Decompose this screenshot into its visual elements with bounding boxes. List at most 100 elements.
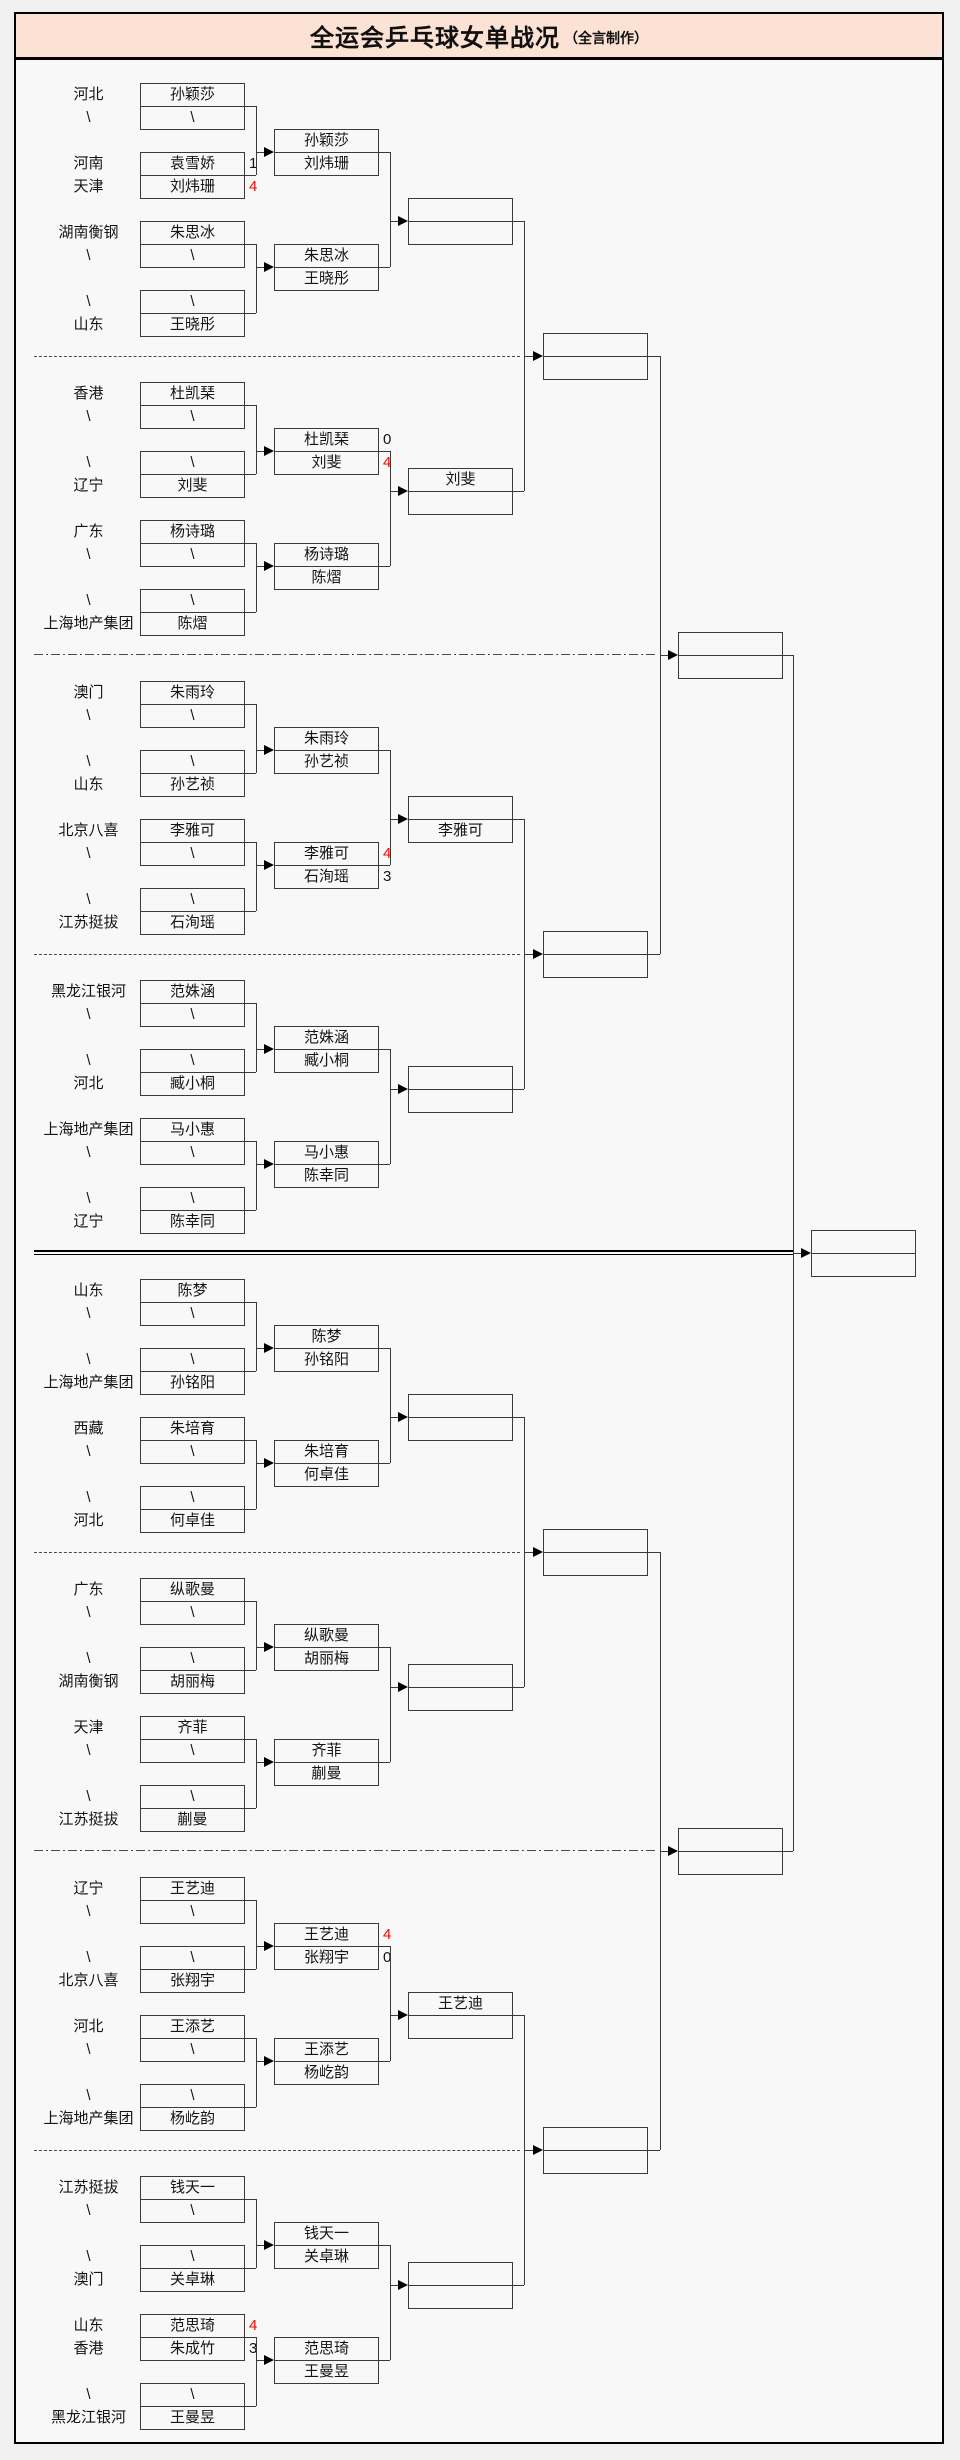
player-cell: 刘斐	[140, 474, 245, 498]
qf-slot-bottom	[543, 356, 648, 380]
player-cell: 朱思冰	[140, 221, 245, 245]
team-label: 黑龙江银河	[50, 983, 126, 1000]
r2-slot-top: 杜凯琹	[274, 428, 379, 452]
connector-line	[244, 1141, 256, 1142]
player-cell: 王艺迪	[140, 1877, 245, 1901]
connector-line	[660, 655, 668, 656]
team-label: 黑龙江银河	[50, 2409, 126, 2426]
player-cell: 孙铭阳	[140, 1371, 245, 1395]
connector-line	[244, 1509, 256, 1510]
bye-team-marker: \	[86, 2386, 91, 2403]
team-label: 天津	[73, 1719, 104, 1736]
r3-slot-bottom	[408, 1089, 513, 1113]
connector-line	[256, 1463, 264, 1464]
player-cell: 陈梦	[140, 1279, 245, 1303]
connector-line	[660, 1851, 668, 1852]
bracket-arrow-icon	[398, 814, 408, 824]
score-label: 3	[249, 2340, 258, 2357]
team-label: 山东	[73, 776, 104, 793]
section-divider	[34, 654, 656, 655]
bracket-arrow-icon	[801, 1248, 811, 1258]
bye-team-marker: \	[86, 592, 91, 609]
team-label: 广东	[73, 523, 104, 540]
r2-slot-bottom: 陈熠	[274, 566, 379, 590]
connector-line	[256, 2360, 264, 2361]
connector-line	[244, 2337, 256, 2338]
section-divider	[34, 1552, 520, 1553]
team-label: 河北	[73, 2018, 104, 2035]
connector-line	[782, 1851, 793, 1852]
section-divider	[34, 2150, 520, 2151]
connector-line	[390, 2285, 398, 2286]
bracket-arrow-icon	[264, 1343, 274, 1353]
bye-cell: \	[140, 2084, 245, 2108]
bracket-arrow-icon	[264, 1159, 274, 1169]
team-label: 江苏挺拔	[58, 2179, 119, 2196]
team-label: 北京八喜	[58, 1972, 119, 1989]
connector-line	[378, 1647, 390, 1648]
r2-slot-top: 纵歌曼	[274, 1624, 379, 1648]
bye-team-marker: \	[86, 1305, 91, 1322]
connector-line	[647, 2150, 660, 2151]
team-label: 北京八喜	[58, 822, 119, 839]
connector-line	[512, 819, 524, 820]
connector-line	[256, 2199, 257, 2268]
qf-slot-bottom	[543, 954, 648, 978]
bracket-arrow-icon	[668, 650, 678, 660]
bracket-arrow-icon	[668, 1846, 678, 1856]
r3-slot-top	[408, 2262, 513, 2286]
player-cell: 何卓佳	[140, 1509, 245, 1533]
connector-line	[378, 750, 390, 751]
player-cell: 王曼昱	[140, 2406, 245, 2430]
bye-team-marker: \	[86, 1351, 91, 1368]
r2-slot-bottom: 何卓佳	[274, 1463, 379, 1487]
team-label: 山东	[73, 1282, 104, 1299]
connector-line	[256, 267, 264, 268]
qf-slot-top	[543, 931, 648, 955]
sf-slot-top	[678, 1828, 783, 1852]
connector-line	[244, 1739, 256, 1740]
connector-line	[378, 1463, 390, 1464]
connector-line	[256, 2245, 264, 2246]
r2-slot-top: 朱雨玲	[274, 727, 379, 751]
bracket-arrow-icon	[264, 1458, 274, 1468]
bye-team-marker: \	[86, 2087, 91, 2104]
connector-line	[244, 1969, 256, 1970]
player-cell: 石洵瑶	[140, 911, 245, 935]
r2-slot-top: 钱天一	[274, 2222, 379, 2246]
score-label: 0	[383, 431, 392, 448]
connector-line	[256, 750, 264, 751]
qf-slot-bottom	[543, 2150, 648, 2174]
r3-slot-top	[408, 1066, 513, 1090]
player-cell: 臧小桐	[140, 1072, 245, 1096]
connector-line	[390, 1089, 398, 1090]
bye-team-marker: \	[86, 109, 91, 126]
connector-line	[256, 1348, 264, 1349]
bye-team-marker: \	[86, 247, 91, 264]
connector-line	[512, 1687, 524, 1688]
connector-line	[390, 750, 391, 865]
connector-line	[378, 451, 390, 452]
bracket-arrow-icon	[264, 147, 274, 157]
connector-line	[390, 1049, 391, 1164]
connector-line	[378, 1348, 390, 1349]
connector-line	[244, 106, 256, 107]
player-cell: 刘炜珊	[140, 175, 245, 199]
bye-team-marker: \	[86, 408, 91, 425]
connector-line	[378, 1164, 390, 1165]
bye-team-marker: \	[86, 1443, 91, 1460]
r2-slot-top: 朱培育	[274, 1440, 379, 1464]
connector-line	[512, 2015, 524, 2016]
connector-line	[244, 2406, 256, 2407]
bye-team-marker: \	[86, 1949, 91, 1966]
player-cell: 朱雨玲	[140, 681, 245, 705]
connector-line	[244, 2038, 256, 2039]
bye-team-marker: \	[86, 891, 91, 908]
bye-cell: \	[140, 2245, 245, 2269]
team-label: 河北	[73, 1512, 104, 1529]
connector-line	[256, 865, 264, 866]
bye-cell: \	[140, 405, 245, 429]
bye-team-marker: \	[86, 1144, 91, 1161]
bracket-arrow-icon	[264, 1642, 274, 1652]
bye-cell: \	[140, 1348, 245, 1372]
